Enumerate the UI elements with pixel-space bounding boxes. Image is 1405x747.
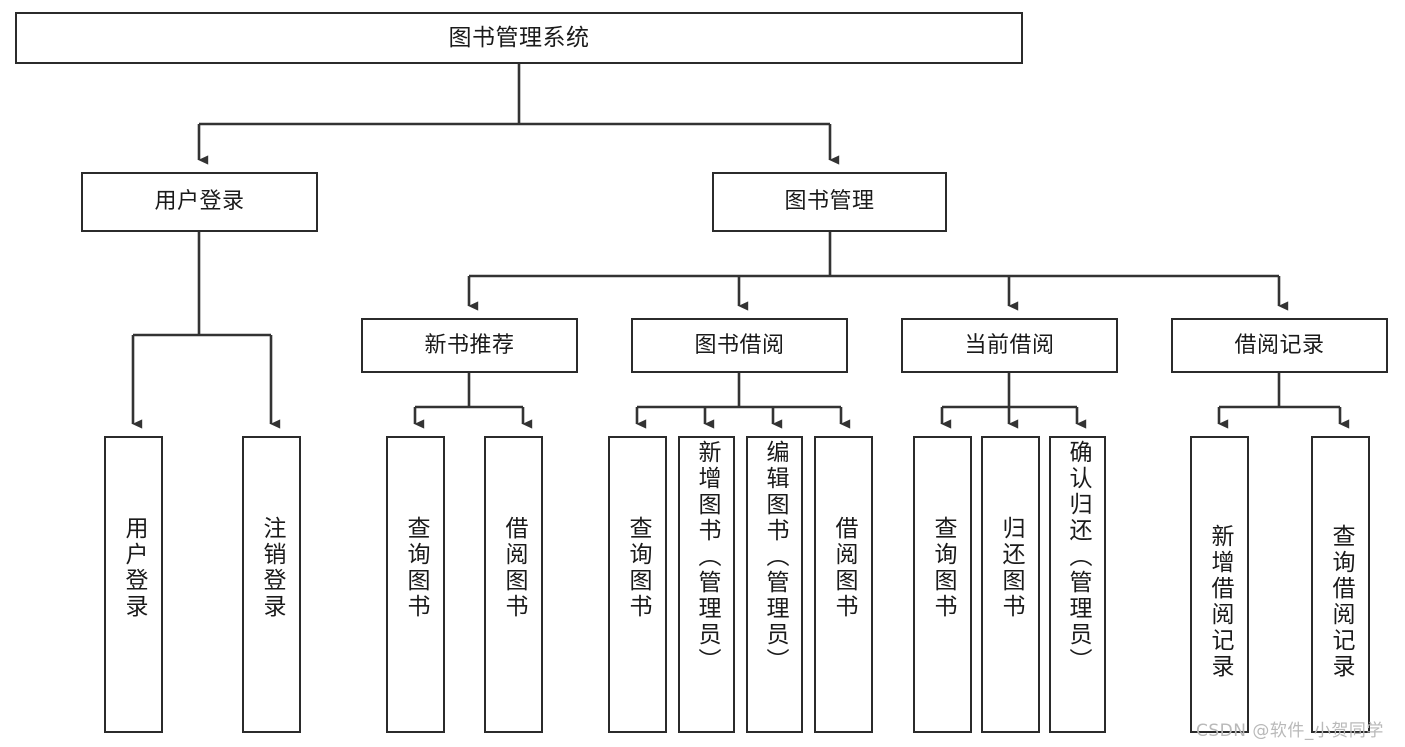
node-label: 确认归还（管理员） (1065, 440, 1091, 674)
node-label: 编辑图书（管理员） (762, 440, 788, 674)
node-label: 查询借阅记录 (1328, 524, 1354, 680)
node-label: 当前借阅 (964, 332, 1055, 358)
leaf-confirm-return[interactable]: 确认归还（管理员） (1049, 436, 1106, 733)
node-book-borrow[interactable]: 图书借阅 (631, 318, 848, 373)
leaf-return-book[interactable]: 归还图书 (981, 436, 1040, 733)
node-label: 归还图书 (998, 516, 1024, 620)
node-current-borrow[interactable]: 当前借阅 (901, 318, 1118, 373)
node-label: 借阅记录 (1234, 332, 1325, 358)
node-borrow-record[interactable]: 借阅记录 (1171, 318, 1388, 373)
node-user-login[interactable]: 用户登录 (81, 172, 318, 232)
leaf-borrow-book[interactable]: 借阅图书 (814, 436, 873, 733)
node-label: 新增图书（管理员） (694, 440, 720, 674)
node-label: 新书推荐 (424, 332, 515, 358)
leaf-edit-book[interactable]: 编辑图书（管理员） (746, 436, 803, 733)
node-label: 图书管理系统 (448, 24, 590, 51)
node-label: 图书管理 (784, 189, 875, 214)
leaf-borrow-book-recommend[interactable]: 借阅图书 (484, 436, 543, 733)
node-label: 用户登录 (121, 516, 147, 620)
node-label: 借阅图书 (501, 516, 527, 620)
leaf-query-book-recommend[interactable]: 查询图书 (386, 436, 445, 733)
leaf-logout-login[interactable]: 注销登录 (242, 436, 301, 733)
leaf-query-borrow-record[interactable]: 查询借阅记录 (1311, 436, 1370, 733)
node-root-system[interactable]: 图书管理系统 (15, 12, 1023, 64)
node-label: 借阅图书 (831, 516, 857, 620)
node-book-management[interactable]: 图书管理 (712, 172, 947, 232)
csdn-watermark: CSDN @软件_小贺同学 (1196, 721, 1384, 741)
node-label: 新增借阅记录 (1207, 524, 1233, 680)
node-label: 用户登录 (154, 189, 245, 214)
node-label: 查询图书 (625, 516, 651, 620)
leaf-query-book-borrow[interactable]: 查询图书 (608, 436, 667, 733)
leaf-user-login[interactable]: 用户登录 (104, 436, 163, 733)
node-label: 注销登录 (259, 516, 285, 620)
leaf-add-borrow-record[interactable]: 新增借阅记录 (1190, 436, 1249, 733)
node-label: 查询图书 (403, 516, 429, 620)
node-label: 查询图书 (930, 516, 956, 620)
leaf-query-book-current[interactable]: 查询图书 (913, 436, 972, 733)
node-label: 图书借阅 (694, 332, 785, 358)
node-new-book-recommend[interactable]: 新书推荐 (361, 318, 578, 373)
leaf-add-book[interactable]: 新增图书（管理员） (678, 436, 735, 733)
